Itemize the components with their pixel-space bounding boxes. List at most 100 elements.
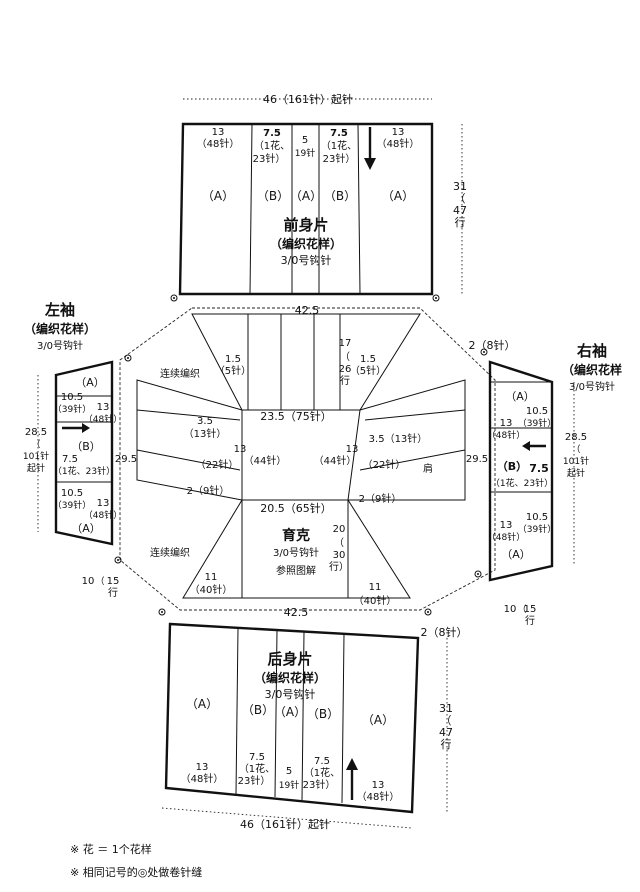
- back-title: 后身片: [267, 650, 312, 668]
- yoke-h30: 30: [333, 550, 346, 561]
- front-sec-a3: （A）: [382, 189, 414, 203]
- front-col3-b: 19针: [295, 147, 315, 159]
- yoke-h26b: 行: [340, 374, 350, 387]
- yoke-w5-r: （5针）: [350, 364, 386, 377]
- yoke-inner-top: 23.5（75针）: [260, 409, 332, 423]
- front-pattern: （编织花样）: [270, 236, 342, 251]
- right-h-d: 起针: [567, 467, 585, 479]
- yoke-s22-r: （22针）: [363, 458, 406, 471]
- yoke-h26: 26: [339, 364, 352, 375]
- note-1: ※ 花 ＝ 1个花样: [70, 842, 152, 856]
- back-pattern: （编织花样）: [254, 670, 326, 685]
- yoke-top-width: 42.5: [295, 304, 320, 317]
- front-height-d: 行: [455, 216, 466, 229]
- seam-mark-icon: [124, 354, 132, 362]
- front-col3-a: 5: [302, 135, 308, 146]
- yoke-hook: 3/0号钩针: [273, 546, 319, 559]
- note-2: ※ 相同记号的◎处做卷针缝: [70, 865, 202, 879]
- yoke-bottom-width: 42.5: [284, 606, 309, 619]
- front-sec-b2: （B）: [324, 189, 356, 203]
- front-top-width: 46（161针）起针: [263, 92, 353, 106]
- back-col1-b: （48针）: [181, 772, 224, 785]
- back-col3-b: 19针: [279, 779, 299, 791]
- back-height-d: 行: [441, 738, 452, 751]
- yoke-h17: 17: [339, 338, 352, 349]
- yoke-side-r: 29.5: [466, 454, 488, 465]
- back-height-a: 31: [439, 702, 453, 715]
- yoke-s13-r: 13: [346, 444, 359, 455]
- front-panel: 46（161针）起针 13 （48针） 7.5 （1花、 23针） 5 19针 …: [170, 92, 467, 302]
- right-r1b: （39针）: [518, 417, 556, 429]
- right-s13-a: 13: [500, 418, 513, 429]
- front-col2-a: 7.5: [263, 128, 281, 139]
- yoke-corner-top: 2（8针）: [469, 338, 516, 352]
- left-sleeve-pattern: （编织花样）: [24, 321, 96, 336]
- front-col2-b: （1花、: [254, 139, 290, 152]
- left-h-d: 起针: [27, 462, 45, 474]
- back-width: 46（161针）起针: [240, 817, 330, 831]
- right-bottom-c: 15: [524, 604, 537, 615]
- left-h-c: 101针: [23, 450, 49, 462]
- front-title: 前身片: [283, 216, 328, 234]
- yoke-ref: 参照图解: [276, 564, 316, 577]
- back-sec-b1: （B）: [242, 703, 274, 717]
- right-sleeve-pattern: （编织花样: [562, 362, 622, 377]
- left-s48-b: （48针）: [84, 509, 122, 521]
- right-sleeve-title: 右袖: [577, 342, 607, 360]
- yoke-side-l: 29.5: [115, 454, 137, 465]
- back-col4-c: 23针）: [303, 778, 336, 791]
- left-bottom-c: 15: [107, 576, 120, 587]
- yoke-s35-r: 3.5（13针）: [369, 432, 428, 445]
- left-bottom-d: 行: [108, 586, 118, 599]
- yoke-h26a: （: [340, 351, 350, 363]
- yoke-b11-r: 11: [369, 582, 382, 593]
- right-r3b: （39针）: [518, 523, 556, 535]
- left-r1a: 10.5: [61, 392, 83, 403]
- left-sleeve-a-top: （A）: [75, 376, 105, 389]
- left-bottom-a: 10: [82, 576, 95, 587]
- yoke-w5-l: （5针）: [215, 364, 251, 377]
- yoke-b40-r: （40针）: [354, 594, 397, 607]
- left-s48-a: （48针）: [84, 413, 122, 425]
- back-col5-a: 13: [372, 780, 385, 791]
- back-sec-b2: （B）: [307, 707, 339, 721]
- back-sec-a1: （A）: [186, 697, 218, 711]
- yoke-s2-l: 2（9针）: [187, 484, 230, 497]
- front-col2-c: 23针）: [253, 152, 286, 165]
- back-col1-a: 13: [196, 762, 209, 773]
- yoke-h30b: 行）: [329, 560, 349, 573]
- yoke-s22-l: （22针）: [196, 458, 239, 471]
- right-h-b: （: [571, 444, 580, 455]
- front-col4-b: （1花、: [321, 139, 357, 152]
- right-sleeve-a-top: （A）: [505, 390, 535, 403]
- front-height-c: 47: [453, 204, 467, 217]
- yoke-w15-r: 1.5: [360, 354, 376, 365]
- right-h-a: 28.5: [565, 432, 587, 443]
- yoke-h30a: （: [334, 537, 344, 549]
- left-sleeve-title: 左袖: [44, 301, 75, 319]
- right-bottom-d: 行: [525, 614, 535, 627]
- yoke-s13z-l: （13针）: [184, 427, 227, 440]
- right-sleeve-b: （B）: [497, 460, 527, 473]
- yoke-s2-r: 2（9针）: [359, 492, 402, 505]
- back-col4-b: （1花、: [304, 766, 340, 779]
- back-col2-c: 23针）: [238, 774, 271, 787]
- back-col3-a: 5: [286, 766, 292, 777]
- right-bottom-b: （: [517, 604, 526, 615]
- notes: ※ 花 ＝ 1个花样 ※ 相同记号的◎处做卷针缝: [70, 842, 202, 879]
- left-h-a: 28.5: [25, 427, 47, 438]
- back-height-c: 47: [439, 726, 453, 739]
- front-height-b: （: [455, 192, 466, 205]
- front-col1-a: 13: [212, 127, 225, 138]
- front-sec-a2: （A）: [290, 189, 322, 203]
- back-col4-a: 7.5: [314, 756, 330, 767]
- front-col5-a: 13: [392, 127, 405, 138]
- front-col4-c: 23针）: [323, 152, 356, 165]
- left-r1b: （39针）: [53, 403, 91, 415]
- yoke-s44-l: （44针）: [244, 454, 287, 467]
- yoke-w15-l: 1.5: [225, 354, 241, 365]
- front-hook: 3/0号钩针: [281, 253, 332, 267]
- right-r3a: 10.5: [526, 512, 548, 523]
- yoke-b11-l: 11: [205, 572, 218, 583]
- right-s13-b: 13: [500, 520, 513, 531]
